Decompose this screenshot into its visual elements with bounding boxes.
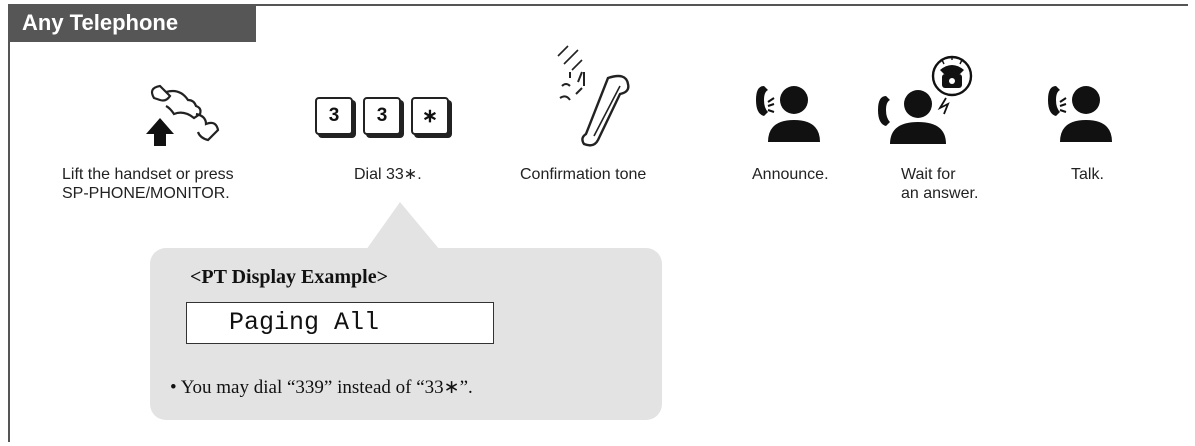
frame-top-border (8, 4, 1188, 6)
step-wait-caption: Wait for an answer. (901, 165, 978, 203)
key-3-second: 3 (363, 97, 401, 135)
step-dial-caption: Dial 33∗. (354, 166, 422, 183)
lift-handset-icon (136, 78, 236, 148)
step-talk-caption: Talk. (1071, 166, 1104, 183)
frame-left-border (8, 4, 10, 442)
dial-keys-icon: 3 3 ∗ (315, 97, 449, 135)
step-lift-caption: Lift the handset or press SP-PHONE/MONIT… (62, 165, 234, 203)
step-wait-caption-line2: an answer. (901, 185, 979, 202)
key-star: ∗ (411, 97, 449, 135)
step-lift-caption-line1: Lift the handset or press (62, 166, 234, 183)
announce-icon (750, 80, 820, 142)
talk-icon (1042, 80, 1112, 142)
step-wait-caption-line1: Wait for (901, 166, 956, 183)
section-frame (8, 4, 1188, 442)
callout-note: • You may dial “339” instead of “33∗”. (170, 377, 473, 398)
confirmation-tone-icon (548, 42, 648, 152)
step-announce-caption: Announce. (752, 166, 829, 183)
wait-answer-icon (876, 54, 986, 144)
step-tone-caption: Confirmation tone (520, 166, 647, 183)
key-3-first: 3 (315, 97, 353, 135)
callout-title: <PT Display Example> (190, 266, 389, 288)
step-lift-caption-line2: SP-PHONE/MONITOR. (62, 185, 230, 202)
pt-display-screen: Paging All (186, 302, 494, 344)
section-header: Any Telephone (8, 4, 256, 42)
